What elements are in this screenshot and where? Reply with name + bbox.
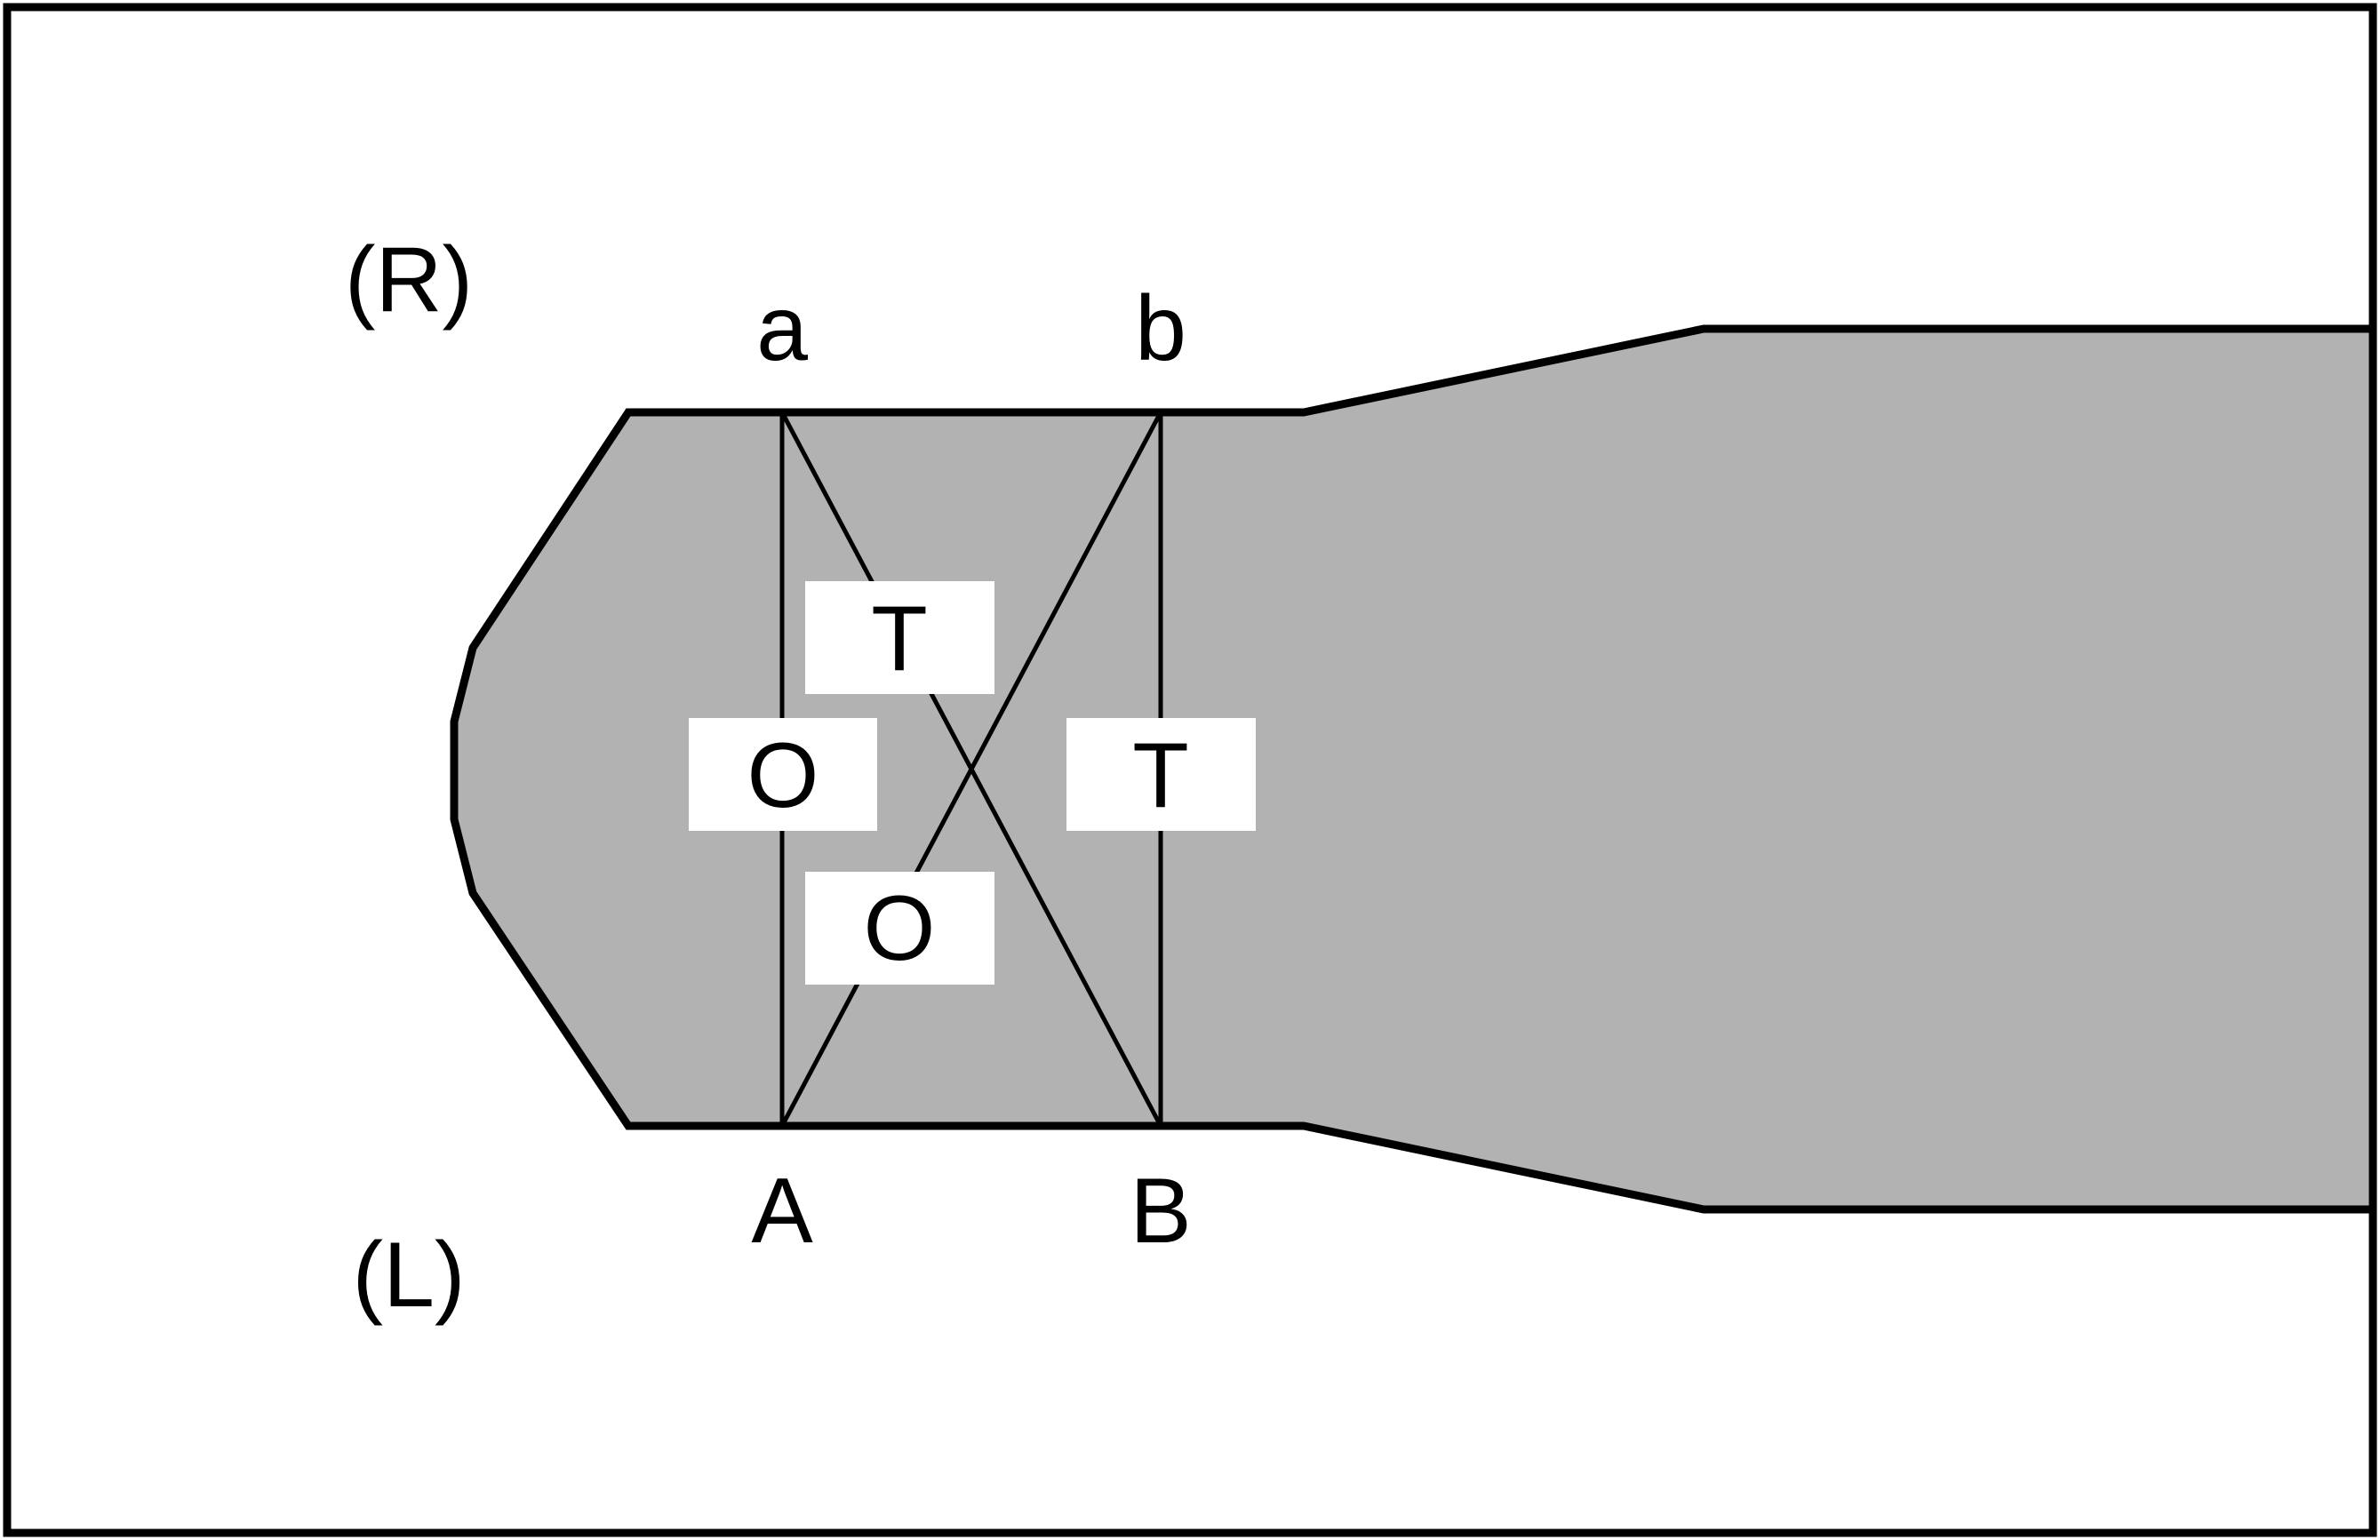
box-bottom-center-label: O	[864, 877, 936, 980]
box-left-vertical-label: O	[747, 724, 819, 827]
side-label-left: (L)	[352, 1224, 465, 1327]
box-right-vertical	[1066, 718, 1256, 831]
box-left-vertical	[689, 718, 877, 831]
box-right-vertical-label: T	[1132, 724, 1189, 827]
point-label-b: b	[1135, 277, 1186, 380]
point-label-a: a	[756, 277, 808, 380]
side-label-right: (R)	[345, 228, 473, 331]
box-bottom-center	[805, 872, 994, 985]
point-label-B: B	[1130, 1160, 1191, 1263]
box-top-center	[805, 581, 994, 694]
box-top-center-label: T	[871, 587, 928, 690]
gray-body-shape	[450, 324, 2377, 1214]
point-label-A: A	[751, 1160, 813, 1263]
line-b-A	[779, 411, 1163, 1128]
